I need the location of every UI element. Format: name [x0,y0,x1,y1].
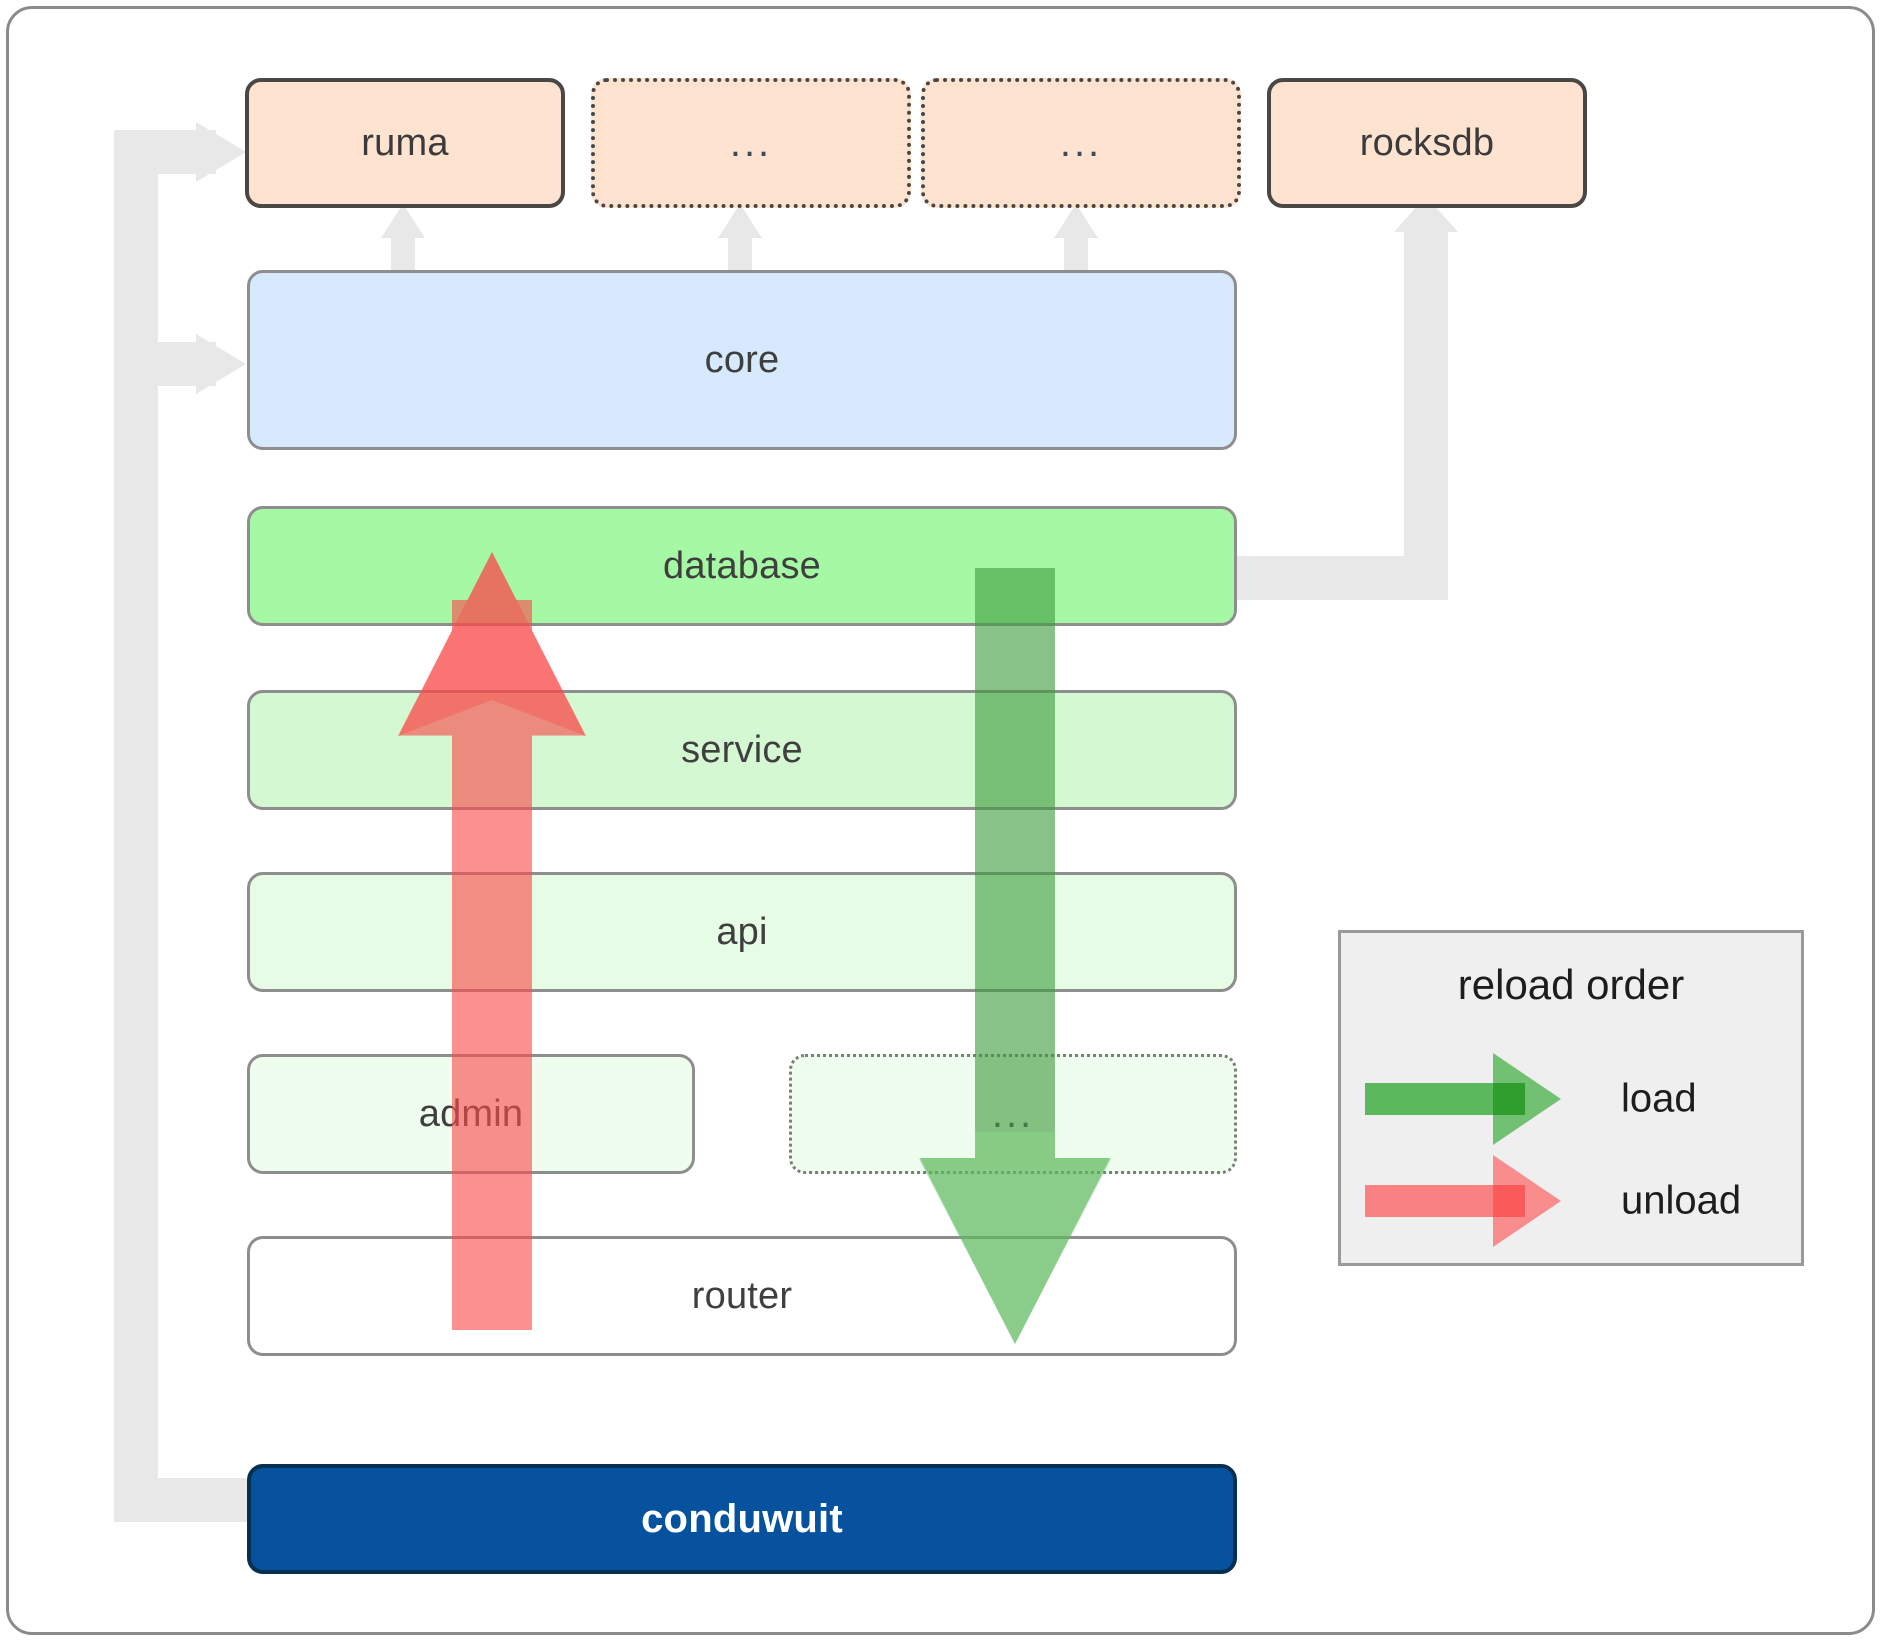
layer-box-router[interactable]: router [247,1236,1237,1356]
root-box-conduwuit[interactable]: conduwuit [247,1464,1237,1574]
crate-box-ellipsis-2[interactable]: ... [921,78,1241,208]
layer-label-admin: admin [418,1092,524,1135]
layer-box-core[interactable]: core [247,270,1237,450]
legend-label-unload: unload [1621,1178,1742,1223]
layer-label-core: core [704,338,780,381]
legend-panel: reload order load unload [1338,930,1804,1266]
layer-label-service: service [681,728,803,771]
diagram-frame [6,6,1875,1635]
crate-box-ellipsis-1[interactable]: ... [591,78,911,208]
legend-title: reload order [1457,961,1685,1008]
layer-box-ellipsis-3[interactable]: ... [789,1054,1237,1174]
layer-box-api[interactable]: api [247,872,1237,992]
layer-label-api: api [716,910,768,953]
crate-box-ruma[interactable]: ruma [245,78,565,208]
legend-row-load: load [1341,1053,1801,1145]
layer-box-admin[interactable]: admin [247,1054,695,1174]
layer-label-router: router [691,1274,793,1317]
legend-label-load: load [1621,1076,1697,1121]
legend-row-unload: unload [1341,1155,1801,1247]
root-label-conduwuit: conduwuit [641,1496,843,1541]
layer-box-service[interactable]: service [247,690,1237,810]
crate-label-ellipsis-2: ... [1059,121,1103,165]
crate-label-ellipsis-1: ... [729,121,773,165]
layer-label-database: database [663,544,821,587]
legend-load-arrow [1365,1053,1561,1145]
crate-label-ruma: ruma [361,121,449,164]
legend-unload-arrow [1365,1155,1561,1247]
layer-box-database[interactable]: database [247,506,1237,626]
layer-label-ellipsis-3: ... [991,1092,1035,1136]
crate-box-rocksdb[interactable]: rocksdb [1267,78,1587,208]
crate-label-rocksdb: rocksdb [1359,121,1495,164]
